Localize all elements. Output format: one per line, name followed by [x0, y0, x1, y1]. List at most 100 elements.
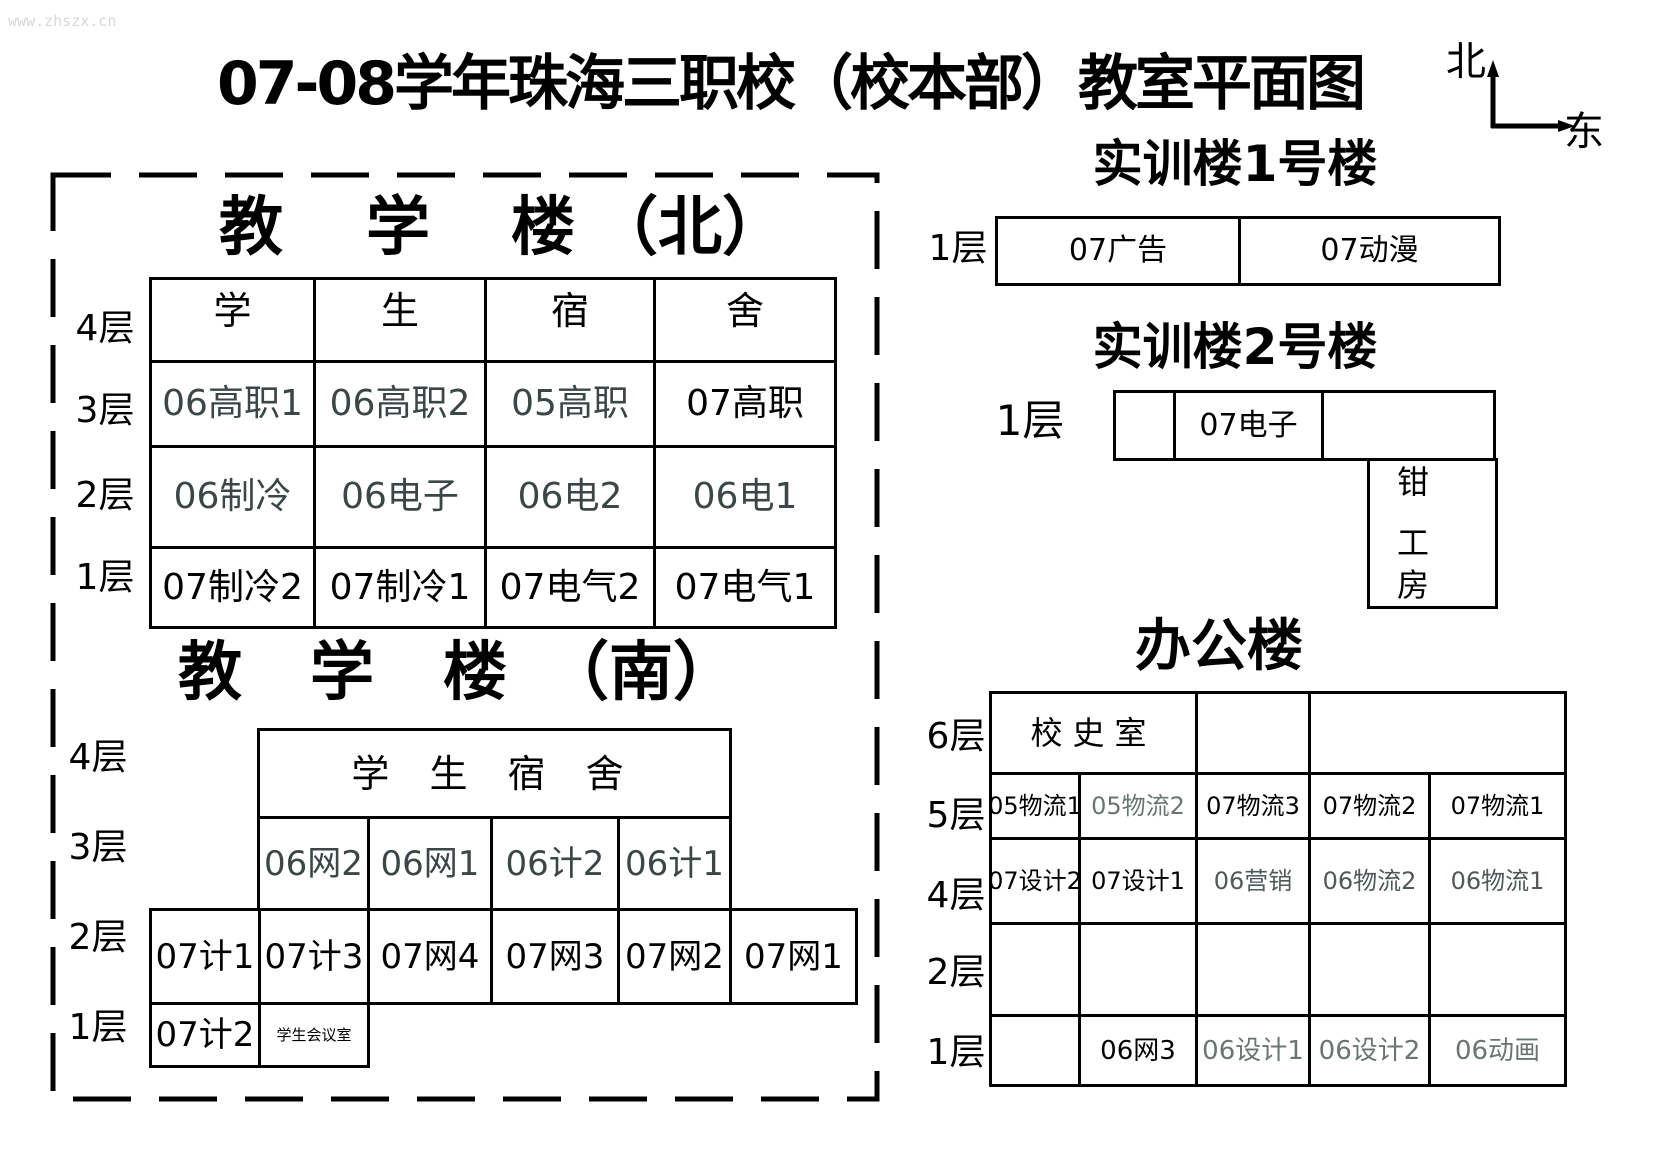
room-label: 06物流1: [1450, 867, 1545, 895]
floor-label: 1层: [995, 396, 1065, 445]
room-label: 舍: [725, 289, 764, 333]
workshop-label-char: 工: [1396, 524, 1430, 562]
room-cell: 06计2: [490, 816, 620, 911]
room-cell: 07网4: [367, 908, 493, 1005]
room-cell: 05物流1: [988, 772, 1082, 840]
room-cell: [1078, 922, 1198, 1017]
room-cell: 07高职: [653, 360, 837, 448]
floor-label: 6层: [926, 716, 986, 757]
room-label: 07物流1: [1450, 792, 1545, 820]
floor-label: 2层: [68, 917, 128, 958]
room-label: 06设计2: [1318, 1035, 1421, 1066]
floor-label: 2层: [75, 475, 135, 516]
room-cell: 06物流2: [1308, 837, 1431, 925]
room-cell: 07设计2: [988, 837, 1082, 925]
room-label: 学 生 宿 舍: [351, 751, 638, 796]
room-label: 06计2: [505, 843, 605, 884]
room-label: 07高职: [686, 383, 804, 424]
room-cell: 06电子: [313, 445, 487, 549]
room-cell: 生: [313, 277, 487, 363]
floor-label: 1层: [926, 1032, 986, 1073]
room-cell: [1321, 390, 1496, 461]
south-building-title: 学: [310, 636, 374, 710]
room-label: 07设计1: [1091, 867, 1185, 895]
room-cell: 07电气1: [653, 546, 837, 629]
room-cell: 07物流3: [1195, 772, 1311, 840]
room-cell: 07动漫: [1238, 216, 1501, 286]
room-label: 07电气2: [499, 566, 641, 608]
room-cell: 07网1: [729, 908, 858, 1005]
room-cell: 07设计1: [1078, 837, 1198, 925]
room-label: 07网1: [744, 936, 843, 977]
room-cell: 07电子: [1173, 390, 1324, 461]
floor-label: 4层: [68, 737, 128, 778]
room-cell: 05高职: [484, 360, 656, 448]
floor-label: 2层: [926, 952, 986, 993]
room-cell: [1308, 691, 1567, 775]
floor-label: 4层: [926, 875, 986, 916]
room-cell: 06设计1: [1195, 1014, 1311, 1087]
room-cell: 07制冷2: [149, 546, 316, 629]
room-label: 07网3: [505, 936, 605, 977]
room-cell: 05物流2: [1078, 772, 1198, 840]
room-cell: 06电2: [484, 445, 656, 549]
workshop-label-char: 房: [1396, 566, 1430, 604]
room-label: 生: [380, 289, 419, 333]
compass-north-label: 北: [1446, 39, 1486, 85]
room-cell: 06电1: [653, 445, 837, 549]
room-cell: 07网3: [490, 908, 620, 1005]
office-title: 办公楼: [1135, 614, 1303, 679]
floor-label: 5层: [926, 795, 986, 836]
room-label: 07电气1: [674, 566, 816, 608]
fitter-workshop-cell: [1367, 458, 1498, 609]
training2-title: 实训楼2号楼: [1092, 318, 1378, 376]
room-label: 07计2: [155, 1015, 255, 1055]
training1-title: 实训楼1号楼: [1092, 135, 1378, 193]
room-cell: 06网1: [367, 816, 493, 911]
room-label: 07网4: [380, 936, 480, 977]
room-cell: 06制冷: [149, 445, 316, 549]
room-cell: 06网2: [257, 816, 370, 911]
room-label: 06设计1: [1202, 1035, 1304, 1066]
room-label: 07物流2: [1322, 792, 1417, 820]
room-cell: [989, 922, 1081, 1017]
south-building-title: （南）: [545, 636, 737, 710]
floor-label: 1层: [68, 1007, 128, 1048]
room-cell: 06高职2: [313, 360, 487, 448]
room-label: 06物流2: [1322, 867, 1417, 895]
room-cell: [1113, 390, 1176, 461]
room-label: 06网2: [264, 843, 363, 884]
room-cell: 07计2: [149, 1002, 261, 1068]
room-label: 07物流3: [1206, 792, 1300, 820]
room-cell: [989, 1014, 1081, 1087]
room-label: 07计3: [264, 936, 364, 977]
floor-label: 3层: [68, 827, 128, 868]
floor-label: 3层: [75, 390, 135, 431]
room-label: 06高职1: [162, 383, 303, 424]
room-cell: 07物流2: [1308, 772, 1431, 840]
room-cell: 06营销: [1195, 837, 1311, 925]
room-label: 05物流1: [988, 792, 1082, 820]
room-cell: 06物流1: [1428, 837, 1567, 925]
room-cell: [1195, 691, 1311, 775]
room-label: 07设计2: [988, 867, 1082, 895]
room-cell: 宿: [484, 277, 656, 363]
room-cell: 06设计2: [1308, 1014, 1431, 1087]
room-label: 06网3: [1100, 1035, 1176, 1066]
room-label: 06电1: [692, 476, 798, 517]
north-building-title: 楼: [511, 191, 575, 265]
south-building-title: 楼: [443, 636, 507, 710]
room-cell: 07网2: [617, 908, 732, 1005]
room-cell: 06计1: [617, 816, 732, 911]
room-label: 05物流2: [1091, 792, 1185, 820]
room-label: 06计1: [625, 843, 724, 884]
compass-arrows-icon: [1487, 60, 1575, 132]
room-cell: 07计3: [258, 908, 370, 1005]
room-label: 07电子: [1199, 407, 1298, 443]
room-label: 07网2: [625, 936, 724, 977]
room-cell: 06动画: [1428, 1014, 1567, 1087]
floor-label: 4层: [75, 308, 135, 349]
teaching-area-dashed-border: [50, 172, 880, 1102]
room-cell: 07电气2: [484, 546, 656, 629]
